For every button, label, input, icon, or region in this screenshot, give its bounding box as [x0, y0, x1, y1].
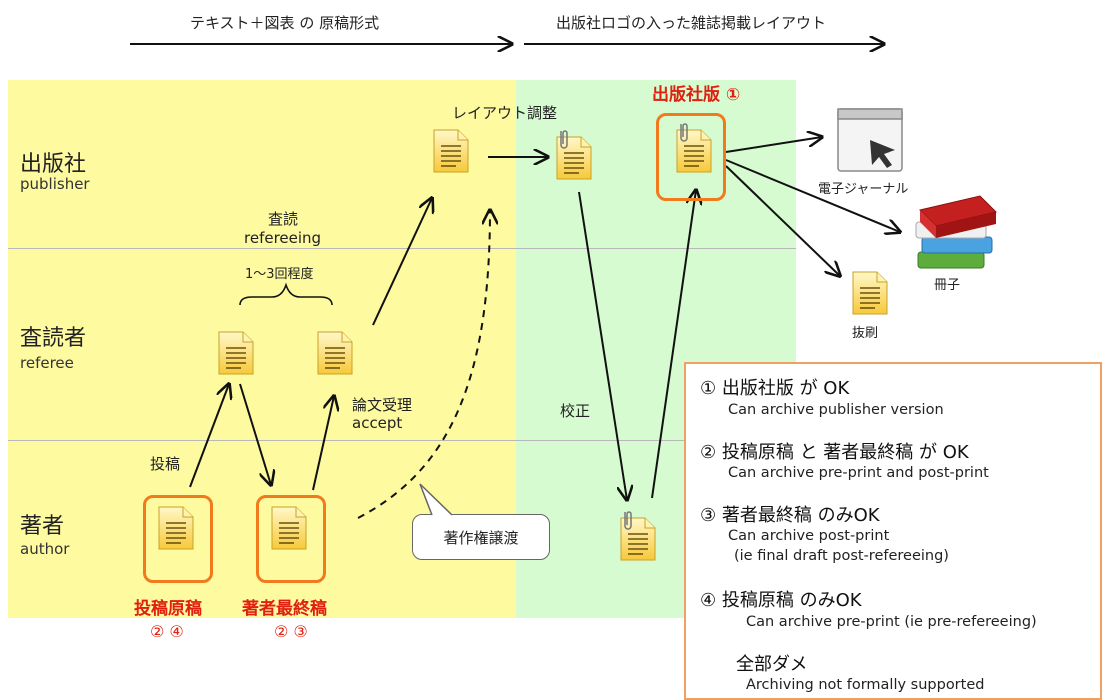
legend-item-4-desc: Can archive pre-print (ie pre-refereeing… [746, 614, 1037, 630]
row-label-publisher-en: publisher [20, 175, 90, 193]
arrow-submit [189, 384, 229, 488]
journal-layout-label: 出版社ロゴの入った雑誌掲載レイアウト [556, 14, 827, 32]
offprint-label: 抜刷 [852, 326, 879, 341]
legend-item-1-desc: Can archive publisher version [728, 402, 944, 418]
row-label-publisher: 出版社 [20, 152, 87, 177]
publisher-version-highlight [656, 113, 726, 201]
refereeing-label: 査読 [268, 210, 299, 228]
postprint-label: 著者最終稿 [242, 599, 327, 619]
rounds-brace [239, 282, 333, 306]
arrow-proof-to-publisher [651, 190, 696, 499]
row-divider [8, 440, 796, 441]
booklet-label: 冊子 [934, 278, 961, 293]
layout-document-icon [433, 129, 469, 173]
offprint-document-icon [852, 271, 888, 315]
legend-item-none: 全部ダメ [736, 654, 808, 675]
copyright-transfer-label: 著作権譲渡 [443, 528, 519, 547]
row-divider [8, 248, 796, 249]
row-label-author: 著者 [20, 514, 65, 539]
accept-label: 論文受理 [352, 396, 413, 414]
legend-item-none-desc: Archiving not formally supported [746, 677, 985, 693]
legend-item-2: ② 投稿原稿 と 著者最終稿 が OK [700, 442, 969, 463]
preprint-highlight [143, 495, 213, 583]
proofreading-label: 校正 [560, 402, 591, 420]
arrow-accept-to-publisher [372, 198, 432, 326]
copyright-dashed-arrow [357, 210, 490, 519]
legend-item-1: ① 出版社版 が OK [700, 378, 850, 399]
review-document-icon [317, 331, 353, 375]
publisher-version-label: 出版社版 ① [652, 85, 741, 105]
legend-item-3-note: (ie final draft post-refereeing) [734, 548, 949, 564]
legend-item-3-desc: Can archive post-print [728, 528, 890, 544]
copyright-transfer-callout: 著作権譲渡 [412, 514, 550, 560]
row-label-referee-en: referee [20, 354, 74, 372]
legend-item-3: ③ 著者最終稿 のみOK [700, 505, 880, 526]
arrow-to-ejournal [725, 137, 822, 153]
submission-label: 投稿 [150, 455, 181, 473]
arrow-to-proof [578, 191, 627, 500]
layout-adjust-label: レイアウト調整 [452, 104, 558, 122]
legend-item-2-desc: Can archive pre-print and post-print [728, 465, 989, 481]
postprint-highlight [256, 495, 326, 583]
review-document-icon [218, 331, 254, 375]
layout-adjusted-document-icon [557, 131, 591, 179]
refereeing-en-label: refereeing [244, 229, 322, 247]
arrow-to-booklet [725, 159, 900, 232]
rounds-label: 1～3回程度 [245, 267, 314, 282]
postprint-numbers: ② ③ [274, 622, 308, 641]
books-icon [915, 195, 997, 269]
manuscript-format-label: テキスト＋図表 の 原稿形式 [190, 14, 380, 32]
arrow-to-offprint [725, 165, 840, 276]
preprint-label: 投稿原稿 [134, 599, 202, 619]
arrow-review-to-author [239, 383, 271, 485]
row-label-referee: 査読者 [20, 326, 87, 351]
ejournal-label: 電子ジャーナル [818, 182, 909, 197]
arrow-author-to-referee [312, 396, 334, 491]
preprint-numbers: ② ④ [150, 622, 184, 641]
archiving-legend: ① 出版社版 が OK Can archive publisher versio… [684, 362, 1102, 700]
row-label-author-en: author [20, 540, 70, 558]
ejournal-icon [837, 108, 903, 172]
proof-document-icon [621, 512, 655, 560]
legend-item-4: ④ 投稿原稿 のみOK [700, 590, 862, 611]
accept-en-label: accept [352, 414, 403, 432]
